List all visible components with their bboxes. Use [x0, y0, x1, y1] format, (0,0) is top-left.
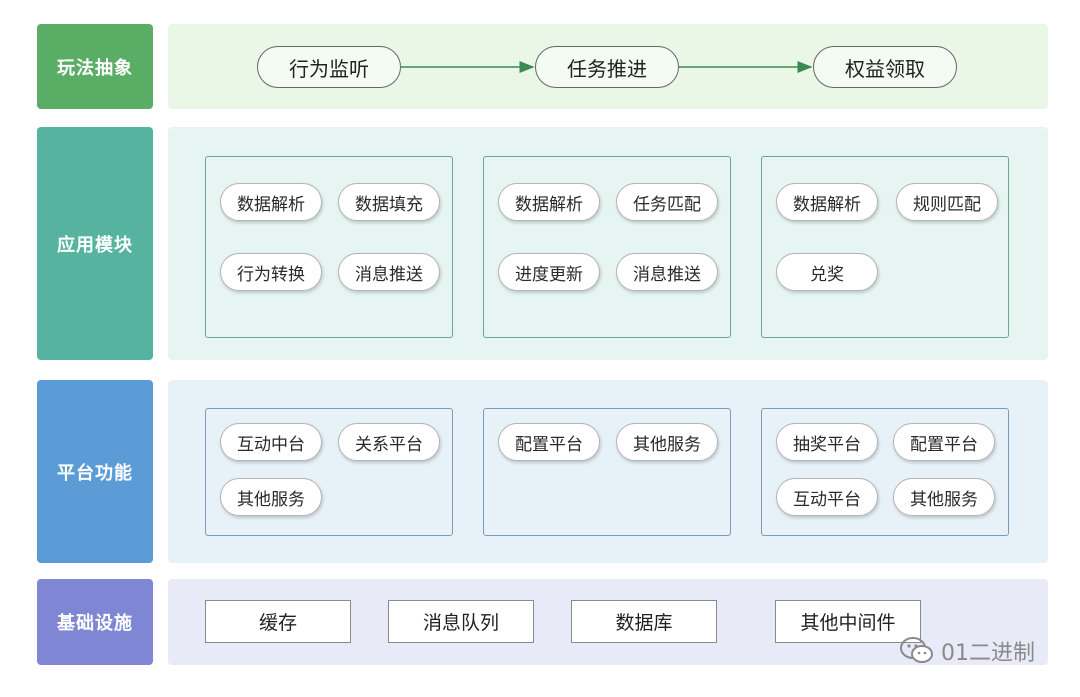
platform-item: 关系平台 [338, 423, 440, 461]
watermark: 01二进制 [899, 634, 1035, 668]
layer-label-modules: 应用模块 [37, 127, 153, 360]
module-group-3 [761, 156, 1009, 338]
module-item: 消息推送 [616, 253, 718, 291]
module-item: 兑奖 [776, 253, 878, 291]
module-item: 数据解析 [776, 183, 878, 221]
platform-item: 其他服务 [893, 478, 995, 516]
flow-step: 权益领取 [813, 46, 957, 88]
platform-item: 其他服务 [220, 478, 322, 516]
module-item: 进度更新 [498, 253, 600, 291]
module-group-1 [205, 156, 453, 338]
module-item: 数据解析 [498, 183, 600, 221]
layer-label-abstraction: 玩法抽象 [37, 24, 153, 109]
module-group-2 [483, 156, 731, 338]
layer-label-platform: 平台功能 [37, 380, 153, 563]
layer-label-infra: 基础设施 [37, 579, 153, 665]
module-item: 数据填充 [338, 183, 440, 221]
watermark-text: 01二进制 [941, 641, 1035, 666]
infra-item: 数据库 [571, 600, 717, 643]
platform-group-2 [483, 408, 731, 536]
flow-step: 行为监听 [257, 46, 401, 88]
module-item: 任务匹配 [616, 183, 718, 221]
wechat-icon [900, 637, 933, 663]
module-item: 消息推送 [338, 253, 440, 291]
layer-band-modules [168, 127, 1048, 360]
platform-item: 互动中台 [220, 423, 322, 461]
infra-item: 缓存 [205, 600, 351, 643]
platform-group-3 [761, 408, 1009, 536]
platform-item: 互动平台 [776, 478, 878, 516]
platform-item: 配置平台 [498, 423, 600, 461]
layer-band-platform [168, 380, 1048, 563]
flow-step: 任务推进 [535, 46, 679, 88]
platform-item: 抽奖平台 [776, 423, 878, 461]
infra-item: 消息队列 [388, 600, 534, 643]
module-item: 规则匹配 [896, 183, 998, 221]
platform-item: 配置平台 [893, 423, 995, 461]
platform-item: 其他服务 [616, 423, 718, 461]
platform-group-1 [205, 408, 453, 536]
module-item: 数据解析 [220, 183, 322, 221]
infra-item: 其他中间件 [775, 600, 921, 643]
module-item: 行为转换 [220, 253, 322, 291]
